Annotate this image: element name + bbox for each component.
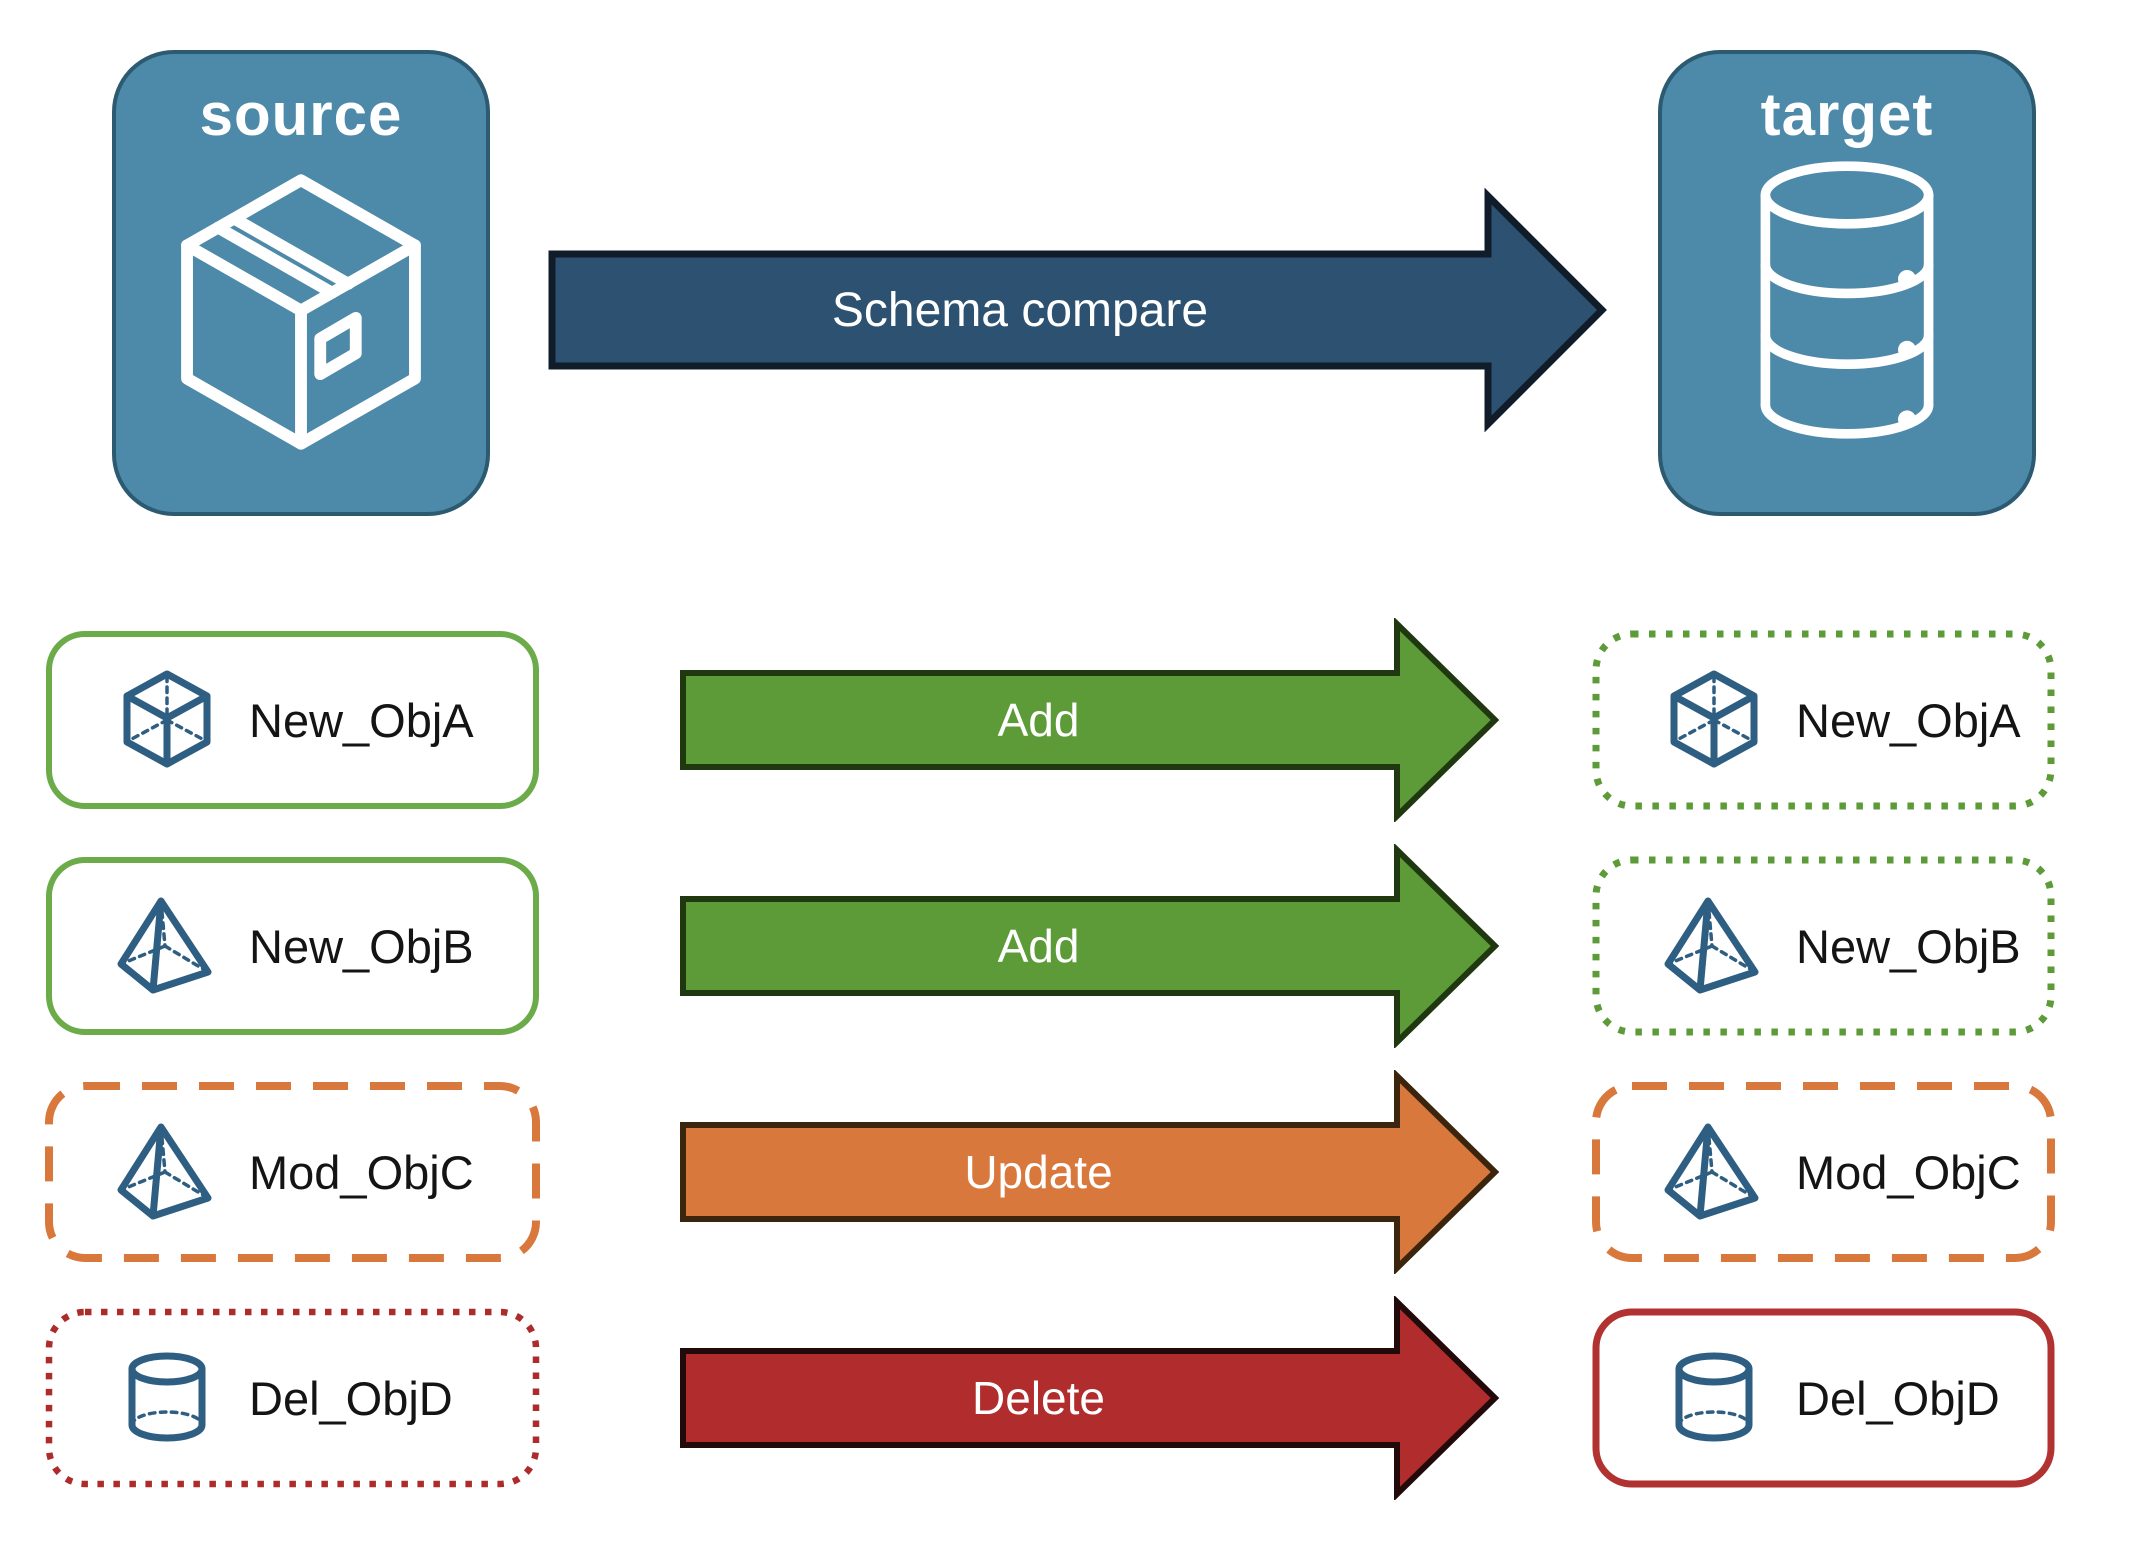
- source-object-box-new-objb: New_ObjB: [45, 856, 540, 1036]
- source-object-box-new-obja: New_ObjA: [45, 630, 540, 810]
- package-icon: [181, 174, 421, 450]
- cylinder-icon: [1664, 1348, 1764, 1448]
- pyramid-icon: [1664, 896, 1764, 996]
- box-border: [46, 857, 539, 1035]
- pyramid-icon: [117, 896, 217, 996]
- database-icon: [1760, 161, 1934, 439]
- update-arrow-label: Update: [964, 1146, 1113, 1198]
- object-label: Mod_ObjC: [249, 1145, 474, 1199]
- delete-arrow: [680, 1296, 1500, 1500]
- target-object-box-mod-objc: Mod_ObjC: [1592, 1082, 2055, 1262]
- add-arrow-label: Add: [997, 694, 1080, 746]
- object-label: Del_ObjD: [1796, 1371, 2000, 1425]
- object-label: Del_ObjD: [249, 1371, 453, 1425]
- target-panel: target: [1658, 50, 2036, 516]
- object-label: Mod_ObjC: [1796, 1145, 2021, 1199]
- object-label: New_ObjB: [1796, 919, 2021, 973]
- pyramid-icon: [1664, 1122, 1764, 1222]
- add-arrow-label: Add: [997, 920, 1080, 972]
- object-label: New_ObjB: [249, 919, 474, 973]
- source-panel: source: [112, 50, 490, 516]
- target-object-box-new-objb: New_ObjB: [1592, 856, 2055, 1036]
- source-object-box-del-objd: Del_ObjD: [45, 1308, 540, 1488]
- delete-arrow-label: Delete: [972, 1372, 1105, 1424]
- source-title: source: [199, 81, 403, 148]
- cube-icon: [1664, 670, 1764, 770]
- source-object-box-mod-objc: Mod_ObjC: [45, 1082, 540, 1262]
- target-object-box-del-objd: Del_ObjD: [1592, 1308, 2055, 1488]
- target-object-box-new-obja: New_ObjA: [1592, 630, 2055, 810]
- pyramid-icon: [117, 1122, 217, 1222]
- cube-icon: [117, 670, 217, 770]
- object-label: New_ObjA: [249, 693, 474, 747]
- update-arrow: [680, 1070, 1500, 1274]
- target-title: target: [1760, 81, 1934, 148]
- schema-compare-arrow: [548, 188, 1607, 432]
- box-border: [45, 1082, 540, 1262]
- schema-compare-label: Schema compare: [831, 283, 1209, 337]
- object-label: New_ObjA: [1796, 693, 2021, 747]
- cylinder-icon: [117, 1348, 217, 1448]
- add-arrow: [680, 618, 1500, 822]
- add-arrow: [680, 844, 1500, 1048]
